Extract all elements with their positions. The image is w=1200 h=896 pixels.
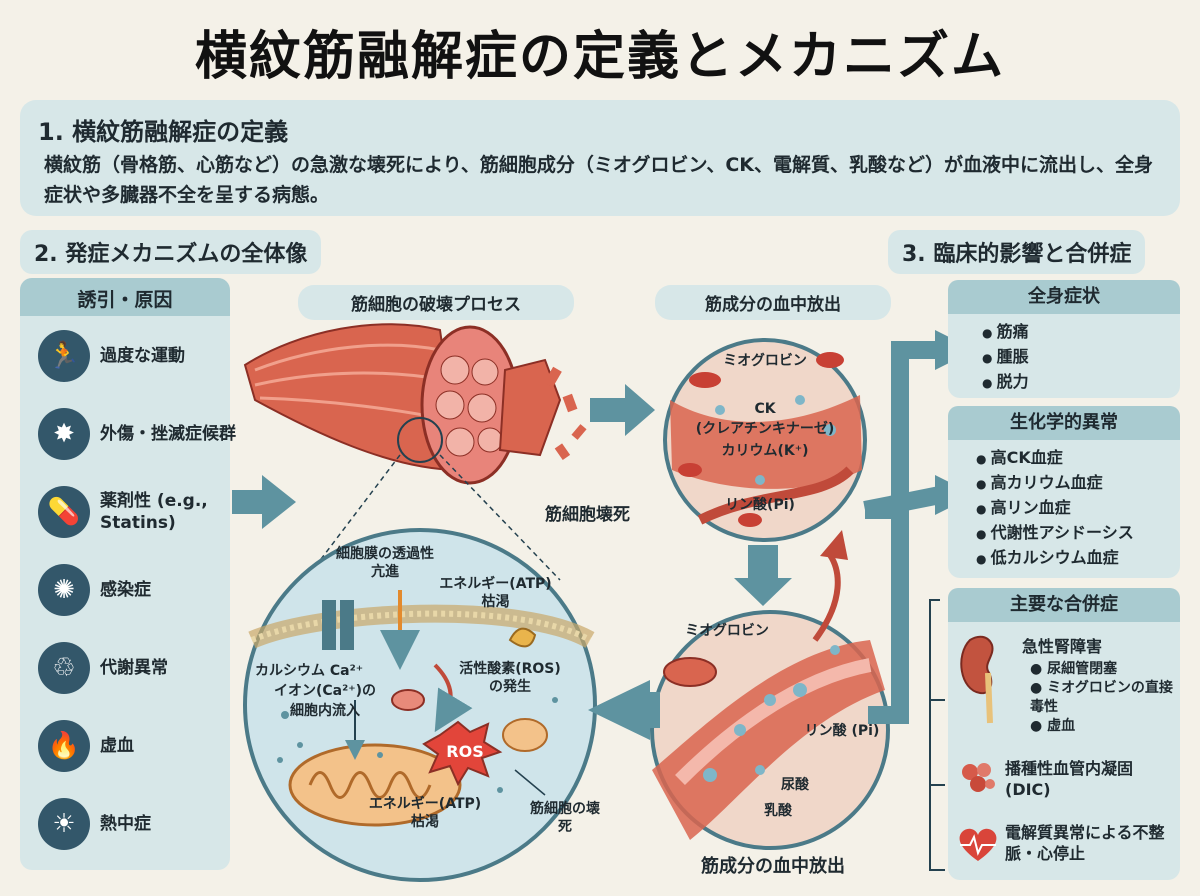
causes-header	[20, 278, 230, 316]
running-person-icon: 🏃	[38, 330, 90, 382]
cause-label: 代謝異常	[100, 658, 168, 678]
systemic-title: 全身症状	[948, 280, 1180, 314]
release-potassium: カリウム(K⁺)	[721, 443, 809, 459]
vessel-lactic-acid: 乳酸	[764, 803, 792, 819]
release-phosphate: リン酸(Pi)	[725, 497, 795, 513]
mechanism-heading: 2. 発症メカニズムの全体像	[20, 230, 322, 274]
cause-item: 🔥 虚血	[38, 720, 238, 780]
biochemical-panel: 生化学的異常 高CK血症 高カリウム血症 高リン血症 代謝性アシドーシス 低カル…	[948, 406, 1180, 578]
vessel-myoglobin: ミオグロビン	[685, 623, 769, 639]
cause-item: ☀ 熱中症	[38, 798, 238, 858]
cause-item: 💊 薬剤性 (e.g., Statins)	[38, 486, 238, 546]
calcium-label-b: イオン(Ca²⁺)の	[273, 683, 377, 699]
release-title: 筋成分の血中放出	[655, 285, 891, 320]
metabolism-icon: ♲	[38, 642, 90, 694]
calcium-label-c: 細胞内流入	[290, 703, 360, 719]
flame-icon: 🔥	[38, 720, 90, 772]
muscle-bundle-illustration	[243, 323, 597, 485]
clot-icon	[958, 760, 998, 796]
biochemical-item: 高リン血症	[976, 496, 1180, 521]
cause-item: ✸ 外傷・挫滅症候群	[38, 408, 238, 468]
biochemical-item: 代謝性アシドーシス	[976, 521, 1180, 546]
release-ck-full: (クレアチンキナーゼ)	[695, 421, 835, 437]
blood-release-circle-top	[663, 338, 867, 542]
ros-burst-text: ROS	[446, 742, 484, 761]
aki-item: ● 尿細管閉塞	[1030, 661, 1118, 677]
cause-item: 🏃 過度な運動	[38, 330, 238, 390]
energy-label-top: エネルギー(ATP)枯渇	[439, 576, 552, 610]
definition-text: 横紋筋（骨格筋、心筋など）の急激な壊死により、筋細胞成分（ミオグロビン、CK、電…	[44, 154, 1154, 206]
definition-heading: 1. 横紋筋融解症の定義	[38, 118, 289, 146]
crush-injury-icon: ✸	[38, 408, 90, 460]
sun-icon: ☀	[38, 798, 90, 850]
biochemical-title: 生化学的異常	[948, 406, 1180, 440]
systemic-item: 腫脹	[982, 345, 1180, 370]
cause-label: 外傷・挫滅症候群	[100, 424, 236, 444]
aki-list: ● 尿細管閉塞 ● ミオグロビンの直接毒性 ● 虚血	[1030, 660, 1180, 736]
dic-label: 播種性血管内凝固 (DIC)	[1005, 759, 1134, 799]
release-myoglobin: ミオグロビン	[723, 353, 807, 369]
destruction-title: 筋細胞の破壊プロセス	[298, 285, 574, 320]
vessel-uric-acid: 尿酸	[781, 777, 809, 793]
arrhythmia-label: 電解質異常による不整脈・心停止	[1005, 823, 1165, 863]
clinical-heading: 3. 臨床的影響と合併症	[888, 230, 1146, 274]
cell-zoom-illustration	[243, 528, 597, 882]
biochemical-item: 低カルシウム血症	[976, 546, 1180, 571]
pill-icon: 💊	[38, 486, 90, 538]
cause-label: 熱中症	[100, 814, 151, 834]
systemic-item: 脱力	[982, 370, 1180, 395]
bottom-caption: 筋成分の血中放出	[701, 856, 845, 877]
cause-label: 感染症	[100, 580, 151, 600]
cause-label: 薬剤性 (e.g., Statins)	[100, 491, 208, 533]
biochemical-item: 高CK血症	[976, 446, 1180, 471]
vessel-phosphate: リン酸 (Pi)	[804, 723, 880, 739]
cause-label: 過度な運動	[100, 346, 185, 366]
aki-title: 急性腎障害	[1022, 637, 1103, 656]
ros-label: 活性酸素(ROS)の発生	[459, 661, 561, 695]
aki-item: ● 虚血	[1030, 718, 1076, 734]
cause-item: ♲ 代謝異常	[38, 642, 238, 702]
virus-icon: ✺	[38, 564, 90, 616]
systemic-panel: 全身症状 筋痛 腫脹 脱力	[948, 280, 1180, 398]
flow-arrows	[232, 330, 975, 740]
heart-icon	[956, 825, 1000, 865]
cell-necrosis-label: 筋細胞の壊死	[530, 801, 600, 835]
aki-item: ● ミオグロビンの直接毒性	[1030, 680, 1173, 715]
kidney-icon	[960, 635, 1010, 725]
cause-item: ✺ 感染症	[38, 564, 238, 624]
biochemical-item: 高カリウム血症	[976, 471, 1180, 496]
energy-label-bottom: エネルギー(ATP)枯渇	[368, 796, 482, 830]
necrosis-label: 筋細胞壊死	[545, 505, 630, 525]
membrane-label: 細胞膜の透過性亢進	[336, 546, 434, 580]
cause-label: 虚血	[100, 736, 134, 756]
systemic-item: 筋痛	[982, 320, 1180, 345]
page-title: 横紋筋融解症の定義とメカニズム	[194, 27, 1005, 87]
definition-panel	[20, 100, 1180, 216]
release-ck: CK	[754, 401, 776, 417]
blood-vessel-circle-bottom	[650, 610, 890, 850]
complications-title: 主要な合併症	[948, 588, 1180, 622]
causes-title: 誘引・原因	[77, 289, 173, 311]
calcium-label-a: カルシウム Ca²⁺	[255, 663, 364, 679]
